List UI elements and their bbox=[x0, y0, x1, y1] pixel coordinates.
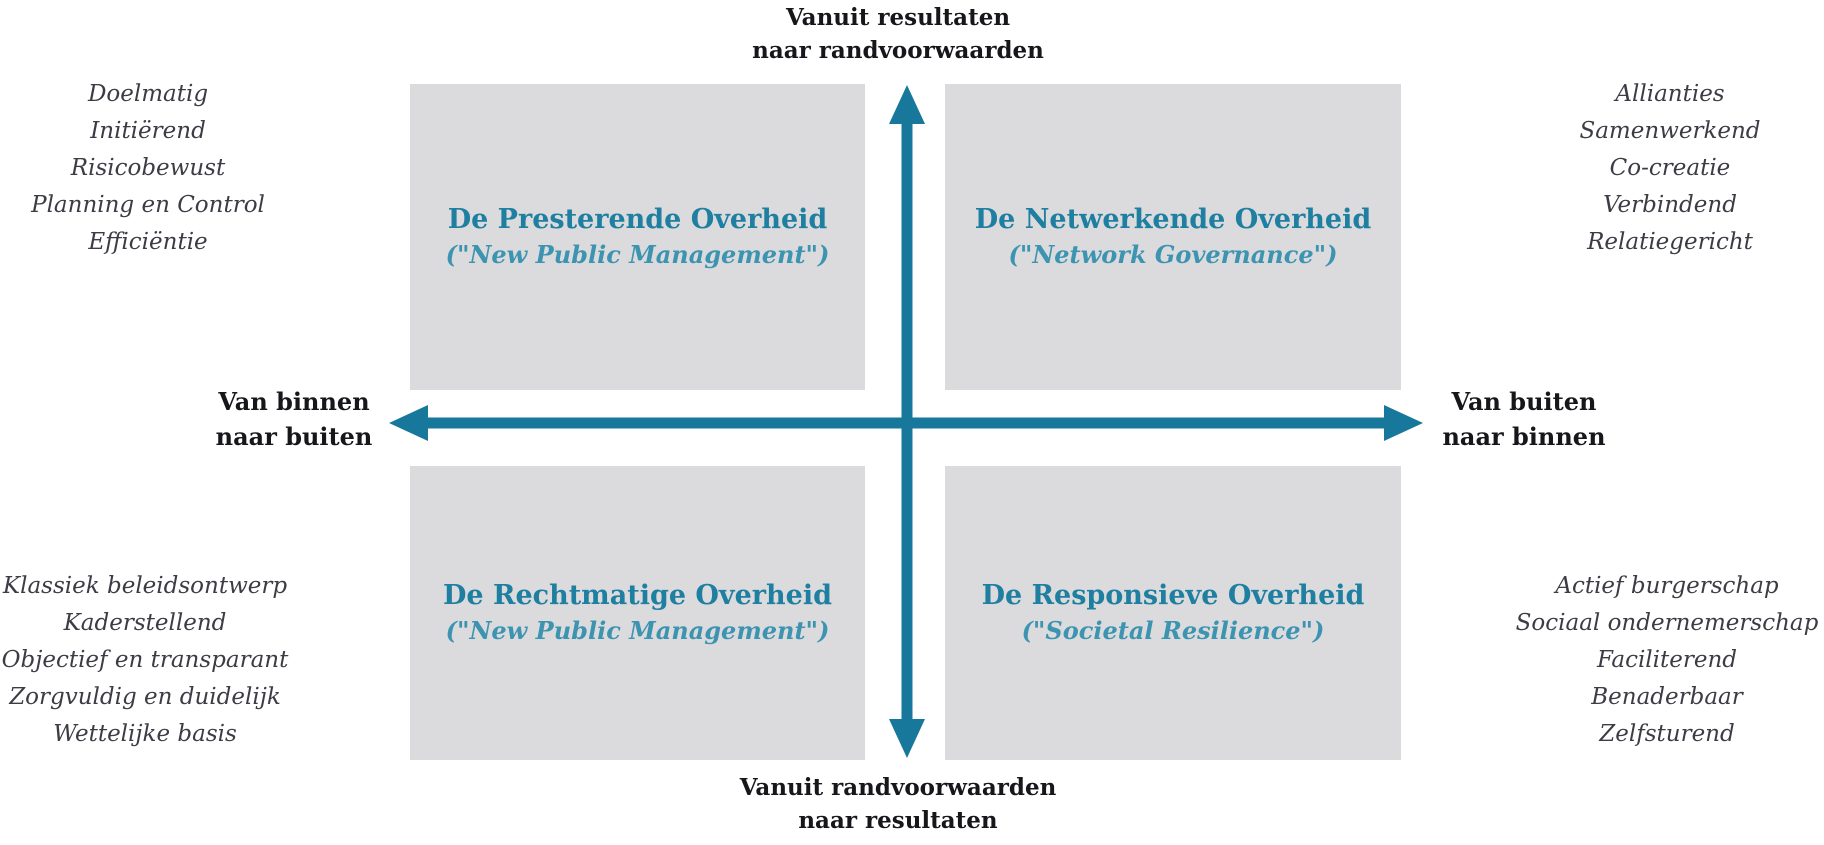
trait-item: Klassiek beleidsontwerp bbox=[2, 573, 288, 599]
arrowhead-up bbox=[889, 85, 925, 124]
axis-label-right-line1: Van buiten bbox=[1451, 387, 1597, 416]
quadrant-title: De Presterende Overheid bbox=[447, 204, 828, 235]
horizontal-axis-arrow bbox=[389, 405, 1423, 441]
axis-label-right-line2: naar binnen bbox=[1442, 422, 1606, 451]
arrowhead-down bbox=[889, 719, 925, 758]
trait-item: Zorgvuldig en duidelijk bbox=[9, 684, 281, 710]
quadrant-responsieve-overheid: De Responsieve Overheid ("Societal Resil… bbox=[945, 466, 1401, 760]
trait-list-top-right: Allianties Samenwerkend Co-creatie Verbi… bbox=[1579, 76, 1760, 261]
quadrant-subtitle: ("Societal Resilience") bbox=[1021, 616, 1325, 645]
vertical-axis-arrow bbox=[889, 85, 925, 758]
quadrant-title: De Netwerkende Overheid bbox=[974, 204, 1372, 235]
trait-item: Objectief en transparant bbox=[1, 647, 289, 673]
trait-item: Co-creatie bbox=[1609, 155, 1731, 181]
quadrant-subtitle: ("Network Governance") bbox=[1008, 240, 1338, 269]
trait-item: Initiërend bbox=[90, 118, 206, 144]
trait-list-bottom-left: Klassiek beleidsontwerp Kaderstellend Ob… bbox=[2, 568, 289, 753]
quadrant-subtitle: ("New Public Management") bbox=[445, 240, 830, 269]
trait-item: Benaderbaar bbox=[1591, 684, 1743, 710]
axis-label-bottom: Vanuit randvoorwaarden naar resultaten bbox=[740, 771, 1057, 837]
axis-label-top-line2: naar randvoorwaarden bbox=[752, 37, 1044, 64]
quadrant-title: De Rechtmatige Overheid bbox=[443, 580, 832, 611]
trait-item: Planning en Control bbox=[31, 192, 265, 218]
trait-item: Zelfsturend bbox=[1599, 721, 1735, 747]
axis-label-bottom-line2: naar resultaten bbox=[798, 807, 998, 834]
axis-label-left-line2: naar buiten bbox=[215, 422, 373, 451]
trait-item: Doelmatig bbox=[87, 81, 209, 107]
arrowhead-left bbox=[389, 405, 428, 441]
quadrant-presterende-overheid: De Presterende Overheid ("New Public Man… bbox=[410, 84, 865, 390]
trait-item: Efficiëntie bbox=[88, 229, 208, 255]
arrowhead-right bbox=[1384, 405, 1423, 441]
trait-item: Relatiegericht bbox=[1587, 229, 1753, 255]
axis-label-top-line1: Vanuit resultaten bbox=[785, 4, 1011, 31]
trait-item: Kaderstellend bbox=[63, 610, 227, 636]
trait-item: Verbindend bbox=[1603, 192, 1737, 218]
trait-item: Wettelijke basis bbox=[53, 721, 237, 747]
trait-list-top-left: Doelmatig Initiërend Risicobewust Planni… bbox=[31, 76, 265, 261]
axis-label-left: Van binnen naar buiten bbox=[216, 384, 373, 454]
quadrant-netwerkende-overheid: De Netwerkende Overheid ("Network Govern… bbox=[945, 84, 1401, 390]
quadrant-title: De Responsieve Overheid bbox=[981, 580, 1365, 611]
quadrant-rechtmatige-overheid: De Rechtmatige Overheid ("New Public Man… bbox=[410, 466, 865, 760]
trait-item: Faciliterend bbox=[1596, 647, 1738, 673]
trait-item: Risicobewust bbox=[70, 155, 226, 181]
trait-item: Allianties bbox=[1615, 81, 1725, 107]
trait-list-bottom-right: Actief burgerschap Sociaal ondernemersch… bbox=[1516, 568, 1819, 753]
axis-label-left-line1: Van binnen bbox=[218, 387, 370, 416]
trait-item: Sociaal ondernemerschap bbox=[1515, 610, 1819, 636]
quadrant-subtitle: ("New Public Management") bbox=[445, 616, 830, 645]
trait-item: Samenwerkend bbox=[1579, 118, 1761, 144]
axis-label-bottom-line1: Vanuit randvoorwaarden bbox=[739, 774, 1057, 801]
axis-label-top: Vanuit resultaten naar randvoorwaarden bbox=[752, 1, 1044, 67]
trait-item: Actief burgerschap bbox=[1555, 573, 1779, 599]
axis-label-right: Van buiten naar binnen bbox=[1442, 384, 1605, 454]
